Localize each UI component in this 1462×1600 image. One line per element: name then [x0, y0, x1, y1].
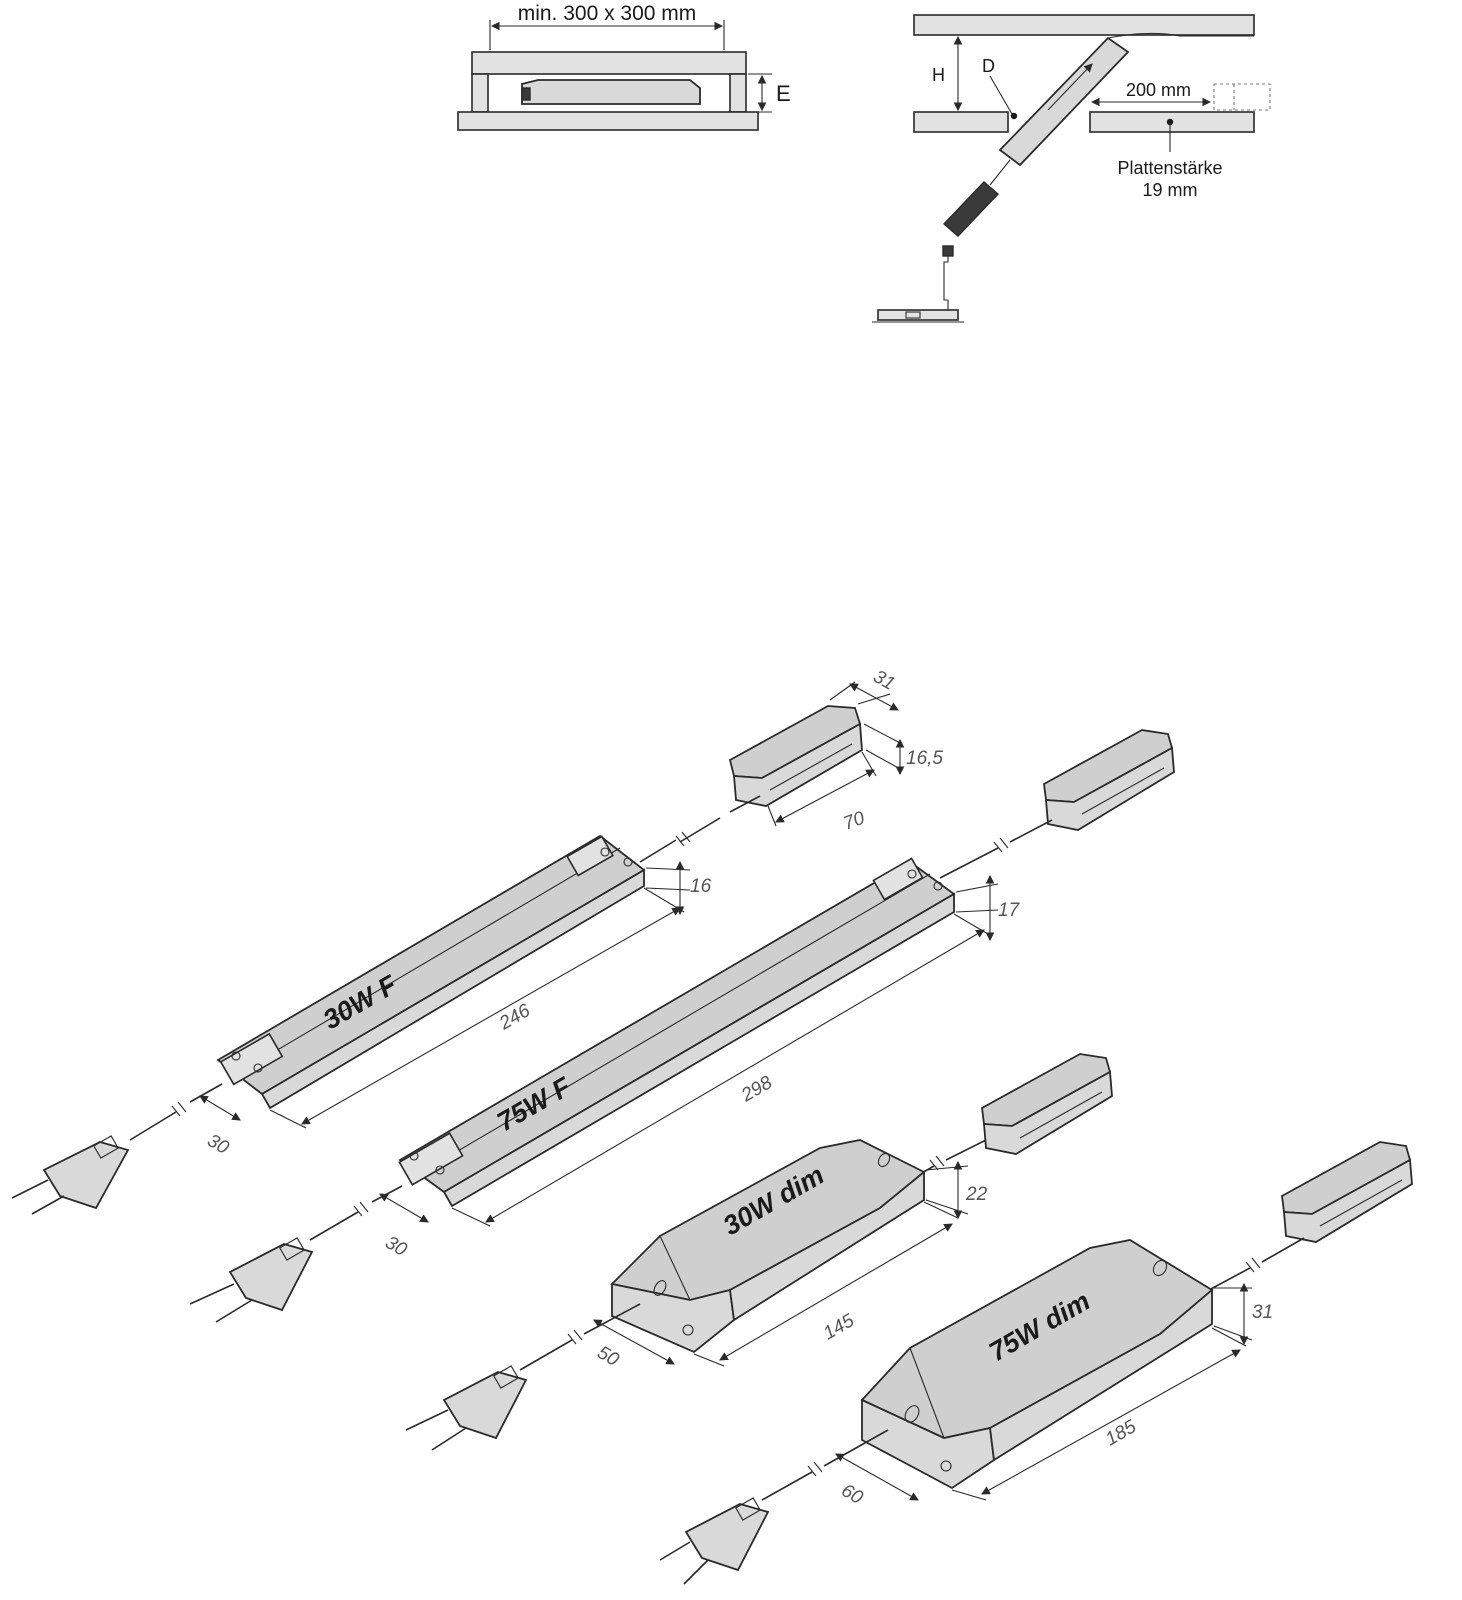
driver-height-4: 31 — [1252, 1302, 1273, 1323]
left-spacer — [471, 73, 489, 113]
distributor-length: 70 — [841, 808, 868, 835]
distributor-height: 16,5 — [906, 748, 943, 769]
min-area-label: min. 300 x 300 mm — [518, 2, 697, 25]
sensor-switch — [877, 309, 959, 321]
driver-in-cavity — [521, 79, 701, 105]
cable-length-1: 30 — [204, 1130, 233, 1159]
cable-length-4: 60 — [838, 1480, 867, 1509]
board-thickness-line2: 19 mm — [1142, 180, 1197, 200]
plug-1 — [42, 1141, 130, 1210]
mounting-side-detail: H D 200 mm Plattenstärke 19 mm — [872, 14, 1271, 323]
tilted-driver — [998, 36, 1130, 167]
distributor-width: 31 — [870, 666, 899, 695]
driver-height-1: 16 — [690, 876, 712, 897]
d-label: D — [982, 56, 995, 76]
cable-plug — [942, 181, 1000, 237]
board-left — [913, 111, 1009, 133]
driver-75w-dim: 75W dim 31 185 60 — [659, 1141, 1413, 1585]
plug-3 — [442, 1371, 528, 1440]
plug-4 — [684, 1503, 770, 1572]
driver-length-2: 298 — [737, 1072, 776, 1107]
driver-length-1: 246 — [495, 1000, 534, 1035]
cable-length-2: 30 — [382, 1232, 411, 1261]
cable-length-3: 50 — [594, 1342, 623, 1371]
board-thickness-line1: Plattenstärke — [1117, 158, 1222, 178]
driver-height-2: 17 — [998, 900, 1021, 921]
e-label: E — [776, 81, 791, 106]
lower-panel — [457, 111, 759, 131]
right-spacer — [729, 73, 747, 113]
distance-label: 200 mm — [1126, 80, 1191, 100]
driver-length-3: 145 — [820, 1310, 858, 1344]
top-board — [913, 14, 1255, 36]
h-label: H — [932, 65, 945, 85]
driver-height-3: 22 — [965, 1184, 988, 1205]
driver-75w-f: 75W F 17 298 30 — [189, 729, 1175, 1323]
dashed-position — [1213, 83, 1271, 111]
plug-2 — [228, 1243, 314, 1312]
upper-panel — [471, 51, 747, 75]
driver-30w-dim: 30W dim 22 145 50 — [405, 1053, 1113, 1451]
driver-length-4: 185 — [1102, 1416, 1140, 1450]
installation-area-detail: min. 300 x 300 mm E — [457, 2, 791, 131]
